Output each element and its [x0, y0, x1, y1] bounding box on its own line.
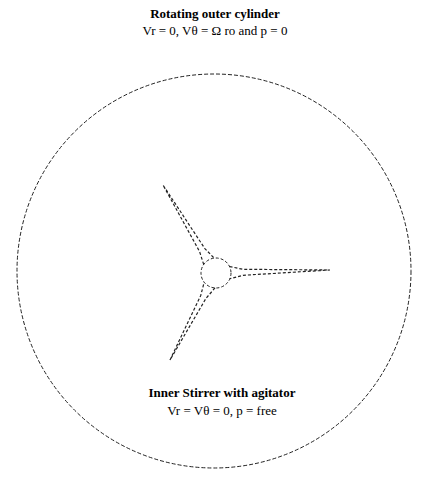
part-heading: Rotating outer cylinder: [0, 6, 430, 22]
boundary-condition: Vr = 0, Vθ = Ω ro and p = 0: [0, 23, 430, 39]
outer-cylinder-circle: [17, 74, 411, 468]
agitator-blade: [170, 282, 215, 360]
stirrer-outline: [110, 170, 334, 420]
inner-stirrer: Inner Stirrer with agitator Vr = Vθ = 0, …: [110, 170, 334, 420]
agitator-blade: [230, 267, 330, 279]
part-heading: Inner Stirrer with agitator: [110, 385, 334, 401]
agitator-blade: [163, 185, 214, 264]
stirrer-hub: [201, 258, 231, 288]
boundary-condition: Vr = Vθ = 0, p = free: [110, 403, 334, 419]
